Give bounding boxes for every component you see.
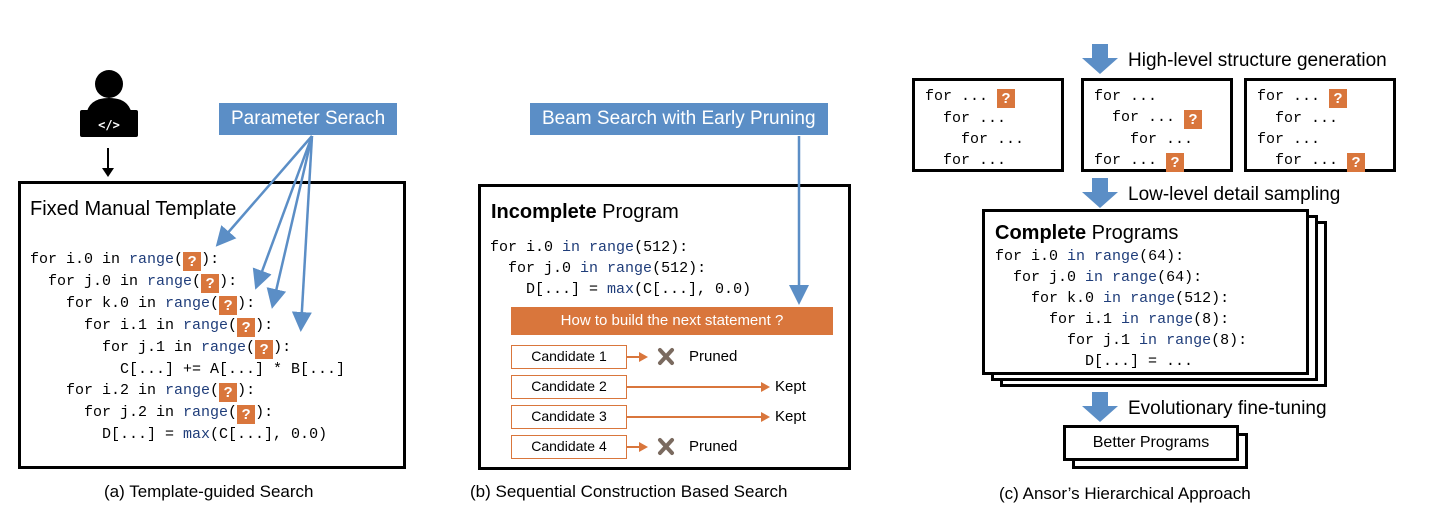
template-title: Fixed Manual Template [30, 198, 237, 220]
candidate-box: Candidate 4 [511, 435, 627, 459]
unknown-detail-icon: ? [1347, 153, 1366, 172]
sketch-code-line: for ... ? [1094, 150, 1202, 172]
sketch-code-line: for ... [925, 131, 1025, 148]
incomplete-title-bold: Incomplete [491, 201, 597, 223]
unknown-detail-icon: ? [1184, 110, 1203, 129]
down-arrow-icon [101, 148, 115, 178]
step1-arrow-icon [1082, 44, 1118, 74]
step2-arrow-icon [1082, 178, 1118, 208]
programmer-icon: </> [78, 66, 140, 146]
complete-code-line: for k.0 in range(512): [995, 290, 1230, 307]
candidate-result: Pruned [689, 438, 738, 455]
beam-search-label: Beam Search with Early Pruning [530, 103, 828, 135]
candidate-result: Pruned [689, 348, 738, 365]
complete-code: for i.0 in range(64): for j.0 in range(6… [995, 246, 1247, 372]
pruned-arrow [627, 438, 674, 455]
unknown-detail-icon: ? [997, 89, 1016, 108]
sketch-box [1244, 78, 1396, 172]
template-code-line: for j.2 in range(?): [30, 404, 274, 424]
sketch-code-line: for ... [1094, 131, 1194, 148]
unknown-parameter-icon: ? [255, 340, 274, 359]
step3-arrow-icon [1082, 392, 1118, 422]
candidate-result: Kept [775, 408, 806, 425]
candidate-result: Kept [775, 378, 806, 395]
sketch-code-line: for ... ? [1094, 107, 1203, 129]
candidate-box: Candidate 2 [511, 375, 627, 399]
incomplete-code-line: D[...] = max(C[...], 0.0) [490, 281, 752, 298]
template-code-line: for k.0 in range(?): [30, 295, 256, 315]
pruned-x-icon [658, 348, 674, 365]
sketch-code-line: for ... [1257, 131, 1321, 148]
complete-programs-title: Complete Programs [995, 222, 1178, 245]
template-code-line: for i.0 in range(?): [30, 251, 220, 271]
kept-arrow [627, 412, 770, 422]
complete-code-line: for i.0 in range(64): [995, 248, 1185, 265]
sketch-code: for ... for ... ? for ... for ... ? [1094, 86, 1203, 172]
template-code-line: D[...] = max(C[...], 0.0) [30, 426, 328, 443]
unknown-detail-icon: ? [1166, 153, 1185, 172]
template-code-line: for j.0 in range(?): [30, 273, 238, 293]
caption-c: (c) Ansor’s Hierarchical Approach [999, 484, 1251, 503]
step1-label: High-level structure generation [1128, 50, 1387, 71]
incomplete-code: for i.0 in range(512): for j.0 in range(… [490, 237, 751, 300]
unknown-detail-icon: ? [1329, 89, 1348, 108]
caption-b: (b) Sequential Construction Based Search [470, 482, 788, 501]
sketch-box [912, 78, 1064, 172]
sketch-code-line: for ... ? [925, 86, 1024, 108]
next-statement-question: How to build the next statement ? [511, 307, 833, 335]
complete-code-line: for i.1 in range(8): [995, 311, 1230, 328]
pruned-x-icon [658, 438, 674, 455]
sketch-code-line: for ... [925, 110, 1007, 127]
template-code: for i.0 in range(?): for j.0 in range(?)… [30, 249, 345, 445]
parameter-search-label: Parameter Serach [219, 103, 398, 135]
unknown-parameter-icon: ? [237, 318, 256, 337]
template-code-line: for i.2 in range(?): [30, 382, 256, 402]
complete-title-bold: Complete [995, 222, 1087, 244]
unknown-parameter-icon: ? [201, 274, 220, 293]
sketch-code-line: for ... [1257, 110, 1339, 127]
incomplete-program-title: Incomplete Program [491, 201, 679, 224]
incomplete-title-rest: Program [596, 201, 679, 223]
candidate-box: Candidate 1 [511, 345, 627, 369]
complete-programs-box: Complete Programs [982, 209, 1309, 375]
candidate-box: Candidate 3 [511, 405, 627, 429]
unknown-parameter-icon: ? [219, 296, 238, 315]
unknown-parameter-icon: ? [183, 252, 202, 271]
caption-a: (a) Template-guided Search [104, 482, 314, 501]
sketch-code-line: for ... [925, 152, 1007, 169]
complete-title-rest: Programs [1086, 222, 1179, 244]
unknown-parameter-icon: ? [219, 383, 238, 402]
better-programs-box: Better Programs [1063, 425, 1239, 461]
pruned-arrow [627, 348, 674, 365]
sketch-code-line: for ... ? [1257, 86, 1365, 108]
incomplete-code-line: for j.0 in range(512): [490, 260, 707, 277]
sketch-code-line: for ... ? [1257, 150, 1366, 172]
template-code-line: for i.1 in range(?): [30, 317, 274, 337]
step2-label: Low-level detail sampling [1128, 184, 1341, 205]
sketch-code: for ... ? for ... for ... for ... ? [1257, 86, 1366, 172]
template-code-line: C[...] += A[...] * B[...] [30, 361, 346, 378]
sketch-box [1081, 78, 1233, 172]
incomplete-code-line: for i.0 in range(512): [490, 239, 689, 256]
unknown-parameter-icon: ? [237, 405, 256, 424]
step3-label: Evolutionary fine-tuning [1128, 398, 1327, 419]
svg-text:</>: </> [98, 118, 120, 132]
template-code-line: for j.1 in range(?): [30, 339, 292, 359]
fixed-manual-template-box: Fixed Manual Template [18, 181, 406, 469]
complete-code-line: D[...] = ... [995, 353, 1194, 370]
complete-code-line: for j.0 in range(64): [995, 269, 1203, 286]
complete-code-line: for j.1 in range(8): [995, 332, 1248, 349]
sketch-code-line: for ... [1094, 88, 1158, 105]
sketch-code: for ... ? for ... for ... for ... [925, 86, 1024, 171]
kept-arrow [627, 382, 770, 392]
